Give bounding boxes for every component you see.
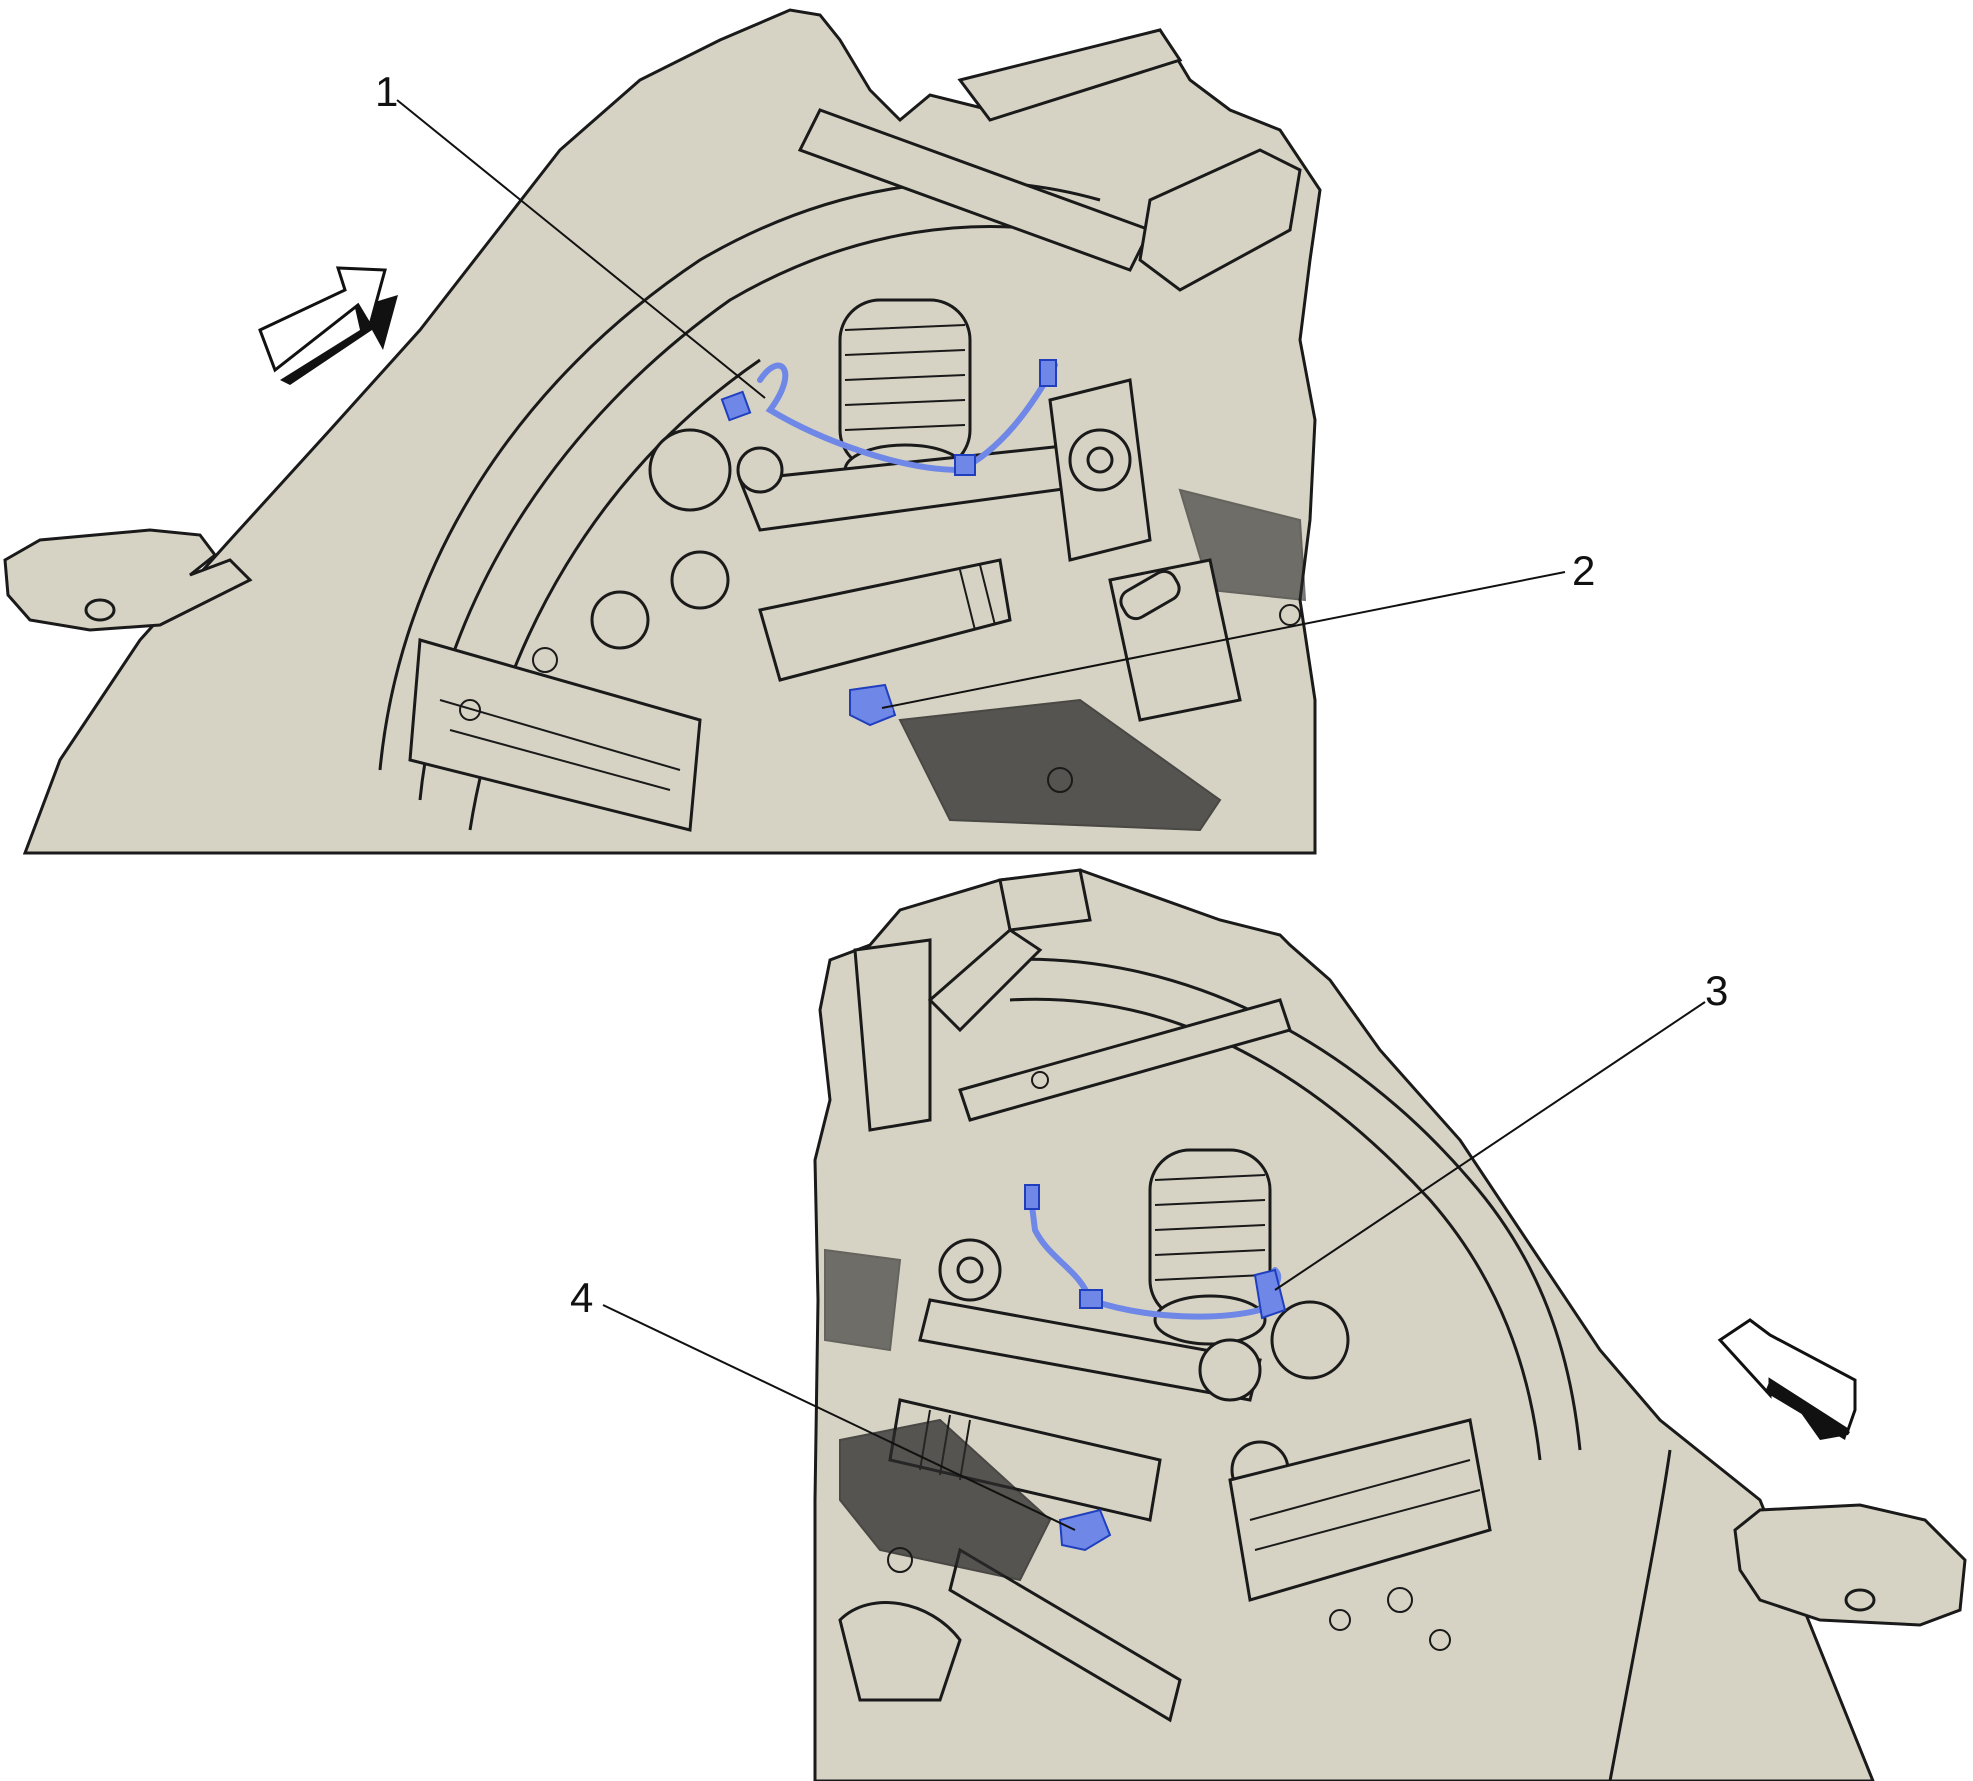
bottom-upper-harness-highlight (1024, 1184, 1287, 1320)
callout-1-label: 1 (375, 68, 398, 115)
top-dark-floor (898, 698, 1222, 832)
top-side-mirror (3, 528, 253, 632)
callout-4: 4 (570, 1274, 1076, 1531)
callout-4-label: 4 (570, 1274, 593, 1321)
bottom-view-illustration (813, 868, 1967, 1781)
callout-2: 2 (881, 547, 1595, 709)
callout-3-label: 3 (1705, 967, 1728, 1014)
bottom-strut-spring (1148, 1148, 1272, 1346)
bottom-dark-floor (839, 1418, 1052, 1582)
bottom-forward-arrow-icon (1717, 1318, 1857, 1440)
callout-2-label: 2 (1572, 547, 1595, 594)
callout-1: 1 (375, 68, 766, 399)
top-forward-arrow-icon (258, 266, 398, 385)
bottom-side-mirror (1733, 1503, 1967, 1627)
top-upper-harness-highlight (720, 359, 1058, 476)
bottom-lower-sensor-highlight (1058, 1508, 1112, 1552)
callout-3: 3 (1274, 967, 1728, 1291)
top-view-illustration (3, 8, 1322, 855)
